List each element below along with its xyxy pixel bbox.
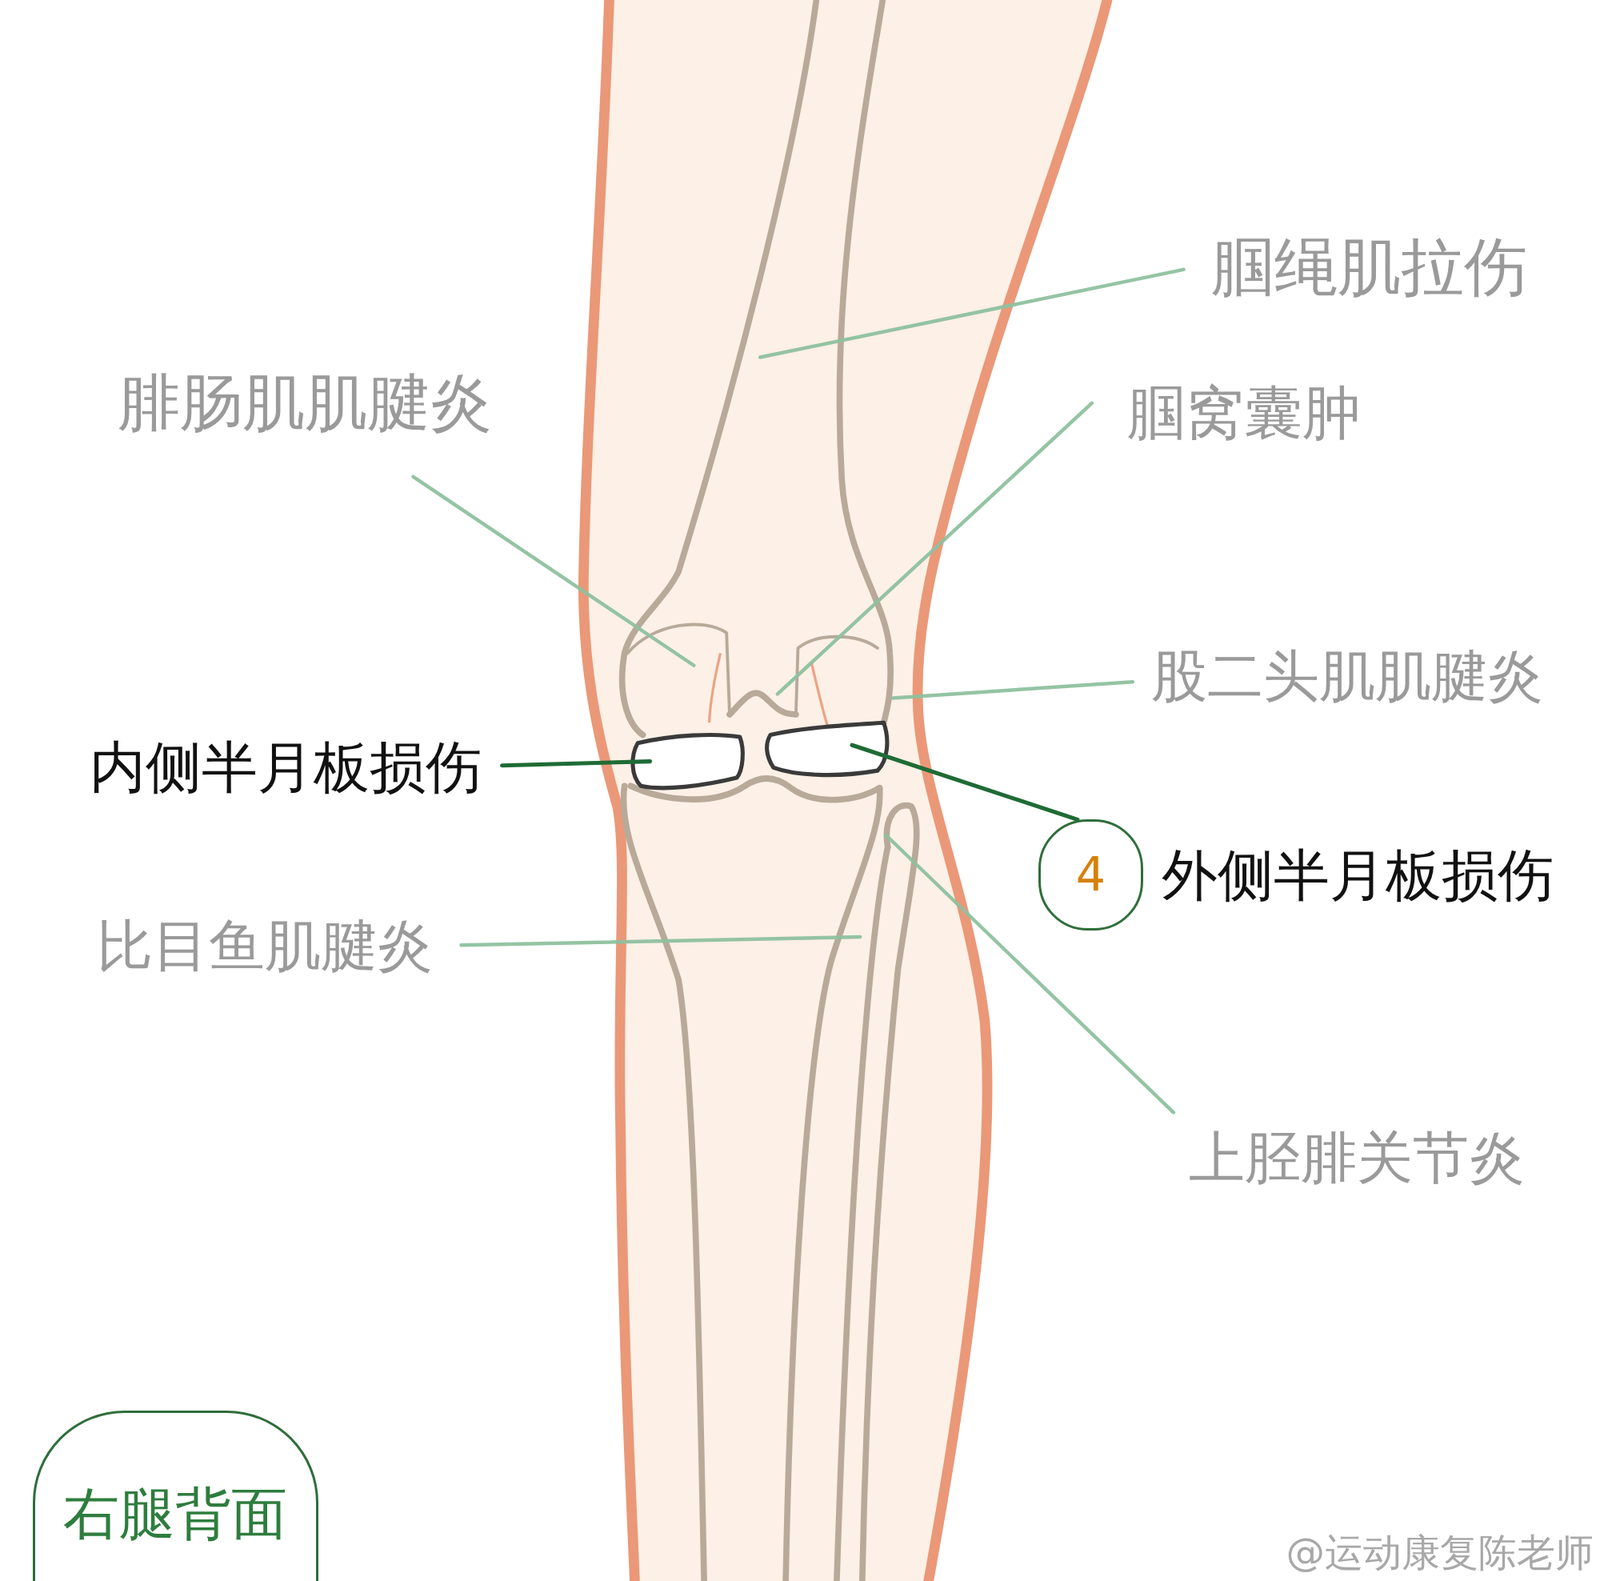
- condyle: [627, 624, 730, 714]
- leader-line: [760, 269, 1184, 358]
- leader-line: [852, 744, 1078, 820]
- injury-label: 内侧半月板损伤: [89, 735, 482, 800]
- leader-line: [502, 761, 651, 766]
- watermark: @运动康复陈老师: [1286, 1530, 1594, 1576]
- tendon: [811, 661, 829, 730]
- leader-line: [885, 834, 1174, 1112]
- leader-line: [892, 681, 1133, 698]
- view-badge: 右腿背面: [32, 1410, 319, 1581]
- fibula: [862, 805, 917, 1581]
- condyle: [796, 636, 878, 715]
- view-label: 右腿背面: [63, 1481, 288, 1547]
- injury-label: 比目鱼肌腱炎: [96, 913, 433, 979]
- injury-label: 腘窝囊肿: [1127, 380, 1361, 448]
- leader-line: [413, 476, 695, 666]
- intercondylar-notch: [729, 692, 796, 715]
- injury-label: 外侧半月板损伤: [1161, 843, 1554, 908]
- femur: [622, 0, 817, 735]
- injury-label: 上胫腓关节炎: [1188, 1125, 1525, 1191]
- injury-label: 股二头肌肌腱炎: [1151, 644, 1544, 709]
- tibia: [623, 785, 704, 1581]
- leader-line: [777, 403, 1092, 695]
- fibula: [836, 847, 888, 1581]
- leg-outline: [917, 0, 1108, 1581]
- injury-label: 腘绳肌拉伤: [1211, 231, 1528, 304]
- callout-number: 4: [1076, 848, 1106, 902]
- leader-line: [461, 936, 861, 945]
- injury-label: 腓肠肌肌腱炎: [117, 367, 492, 439]
- femur: [839, 0, 891, 727]
- callout-badge: 4: [1038, 819, 1143, 931]
- leg-fill: [583, 0, 1108, 1581]
- tendon: [708, 652, 720, 723]
